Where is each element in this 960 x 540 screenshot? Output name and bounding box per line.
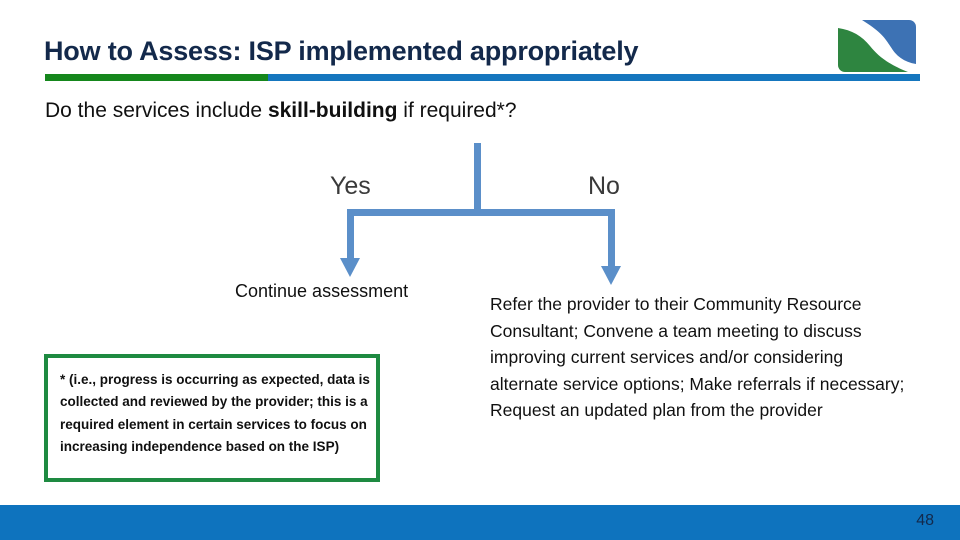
question-emphasis: skill-building (267, 99, 398, 122)
connector-horizontal-bar (347, 209, 615, 216)
page-number: 48 (916, 512, 934, 529)
connector-stem (474, 143, 481, 215)
organization-logo-icon (838, 20, 916, 72)
arrow-down-no-icon (601, 266, 621, 285)
outcome-yes-text: Continue assessment (235, 281, 409, 301)
connector-yes-drop (347, 209, 354, 259)
footer-bar (0, 505, 960, 540)
question-prefix: Do the services include (45, 99, 268, 122)
question-line: Do the services include skill-building i… (45, 99, 517, 123)
outcome-no-text: Refer the provider to their Community Re… (490, 294, 905, 421)
branch-label-yes: Yes (330, 172, 371, 200)
footnote-text: * (i.e., progress is occurring as expect… (60, 372, 370, 454)
connector-no-drop (608, 209, 615, 267)
title-underline-blue (268, 74, 920, 81)
title-underline-green (45, 74, 268, 81)
page-title: How to Assess: ISP implemented appropria… (44, 36, 639, 66)
arrow-down-yes-icon (340, 258, 360, 277)
footnote-box: * (i.e., progress is occurring as expect… (44, 354, 380, 482)
branch-label-no: No (588, 172, 620, 200)
question-suffix: if required*? (397, 99, 517, 122)
